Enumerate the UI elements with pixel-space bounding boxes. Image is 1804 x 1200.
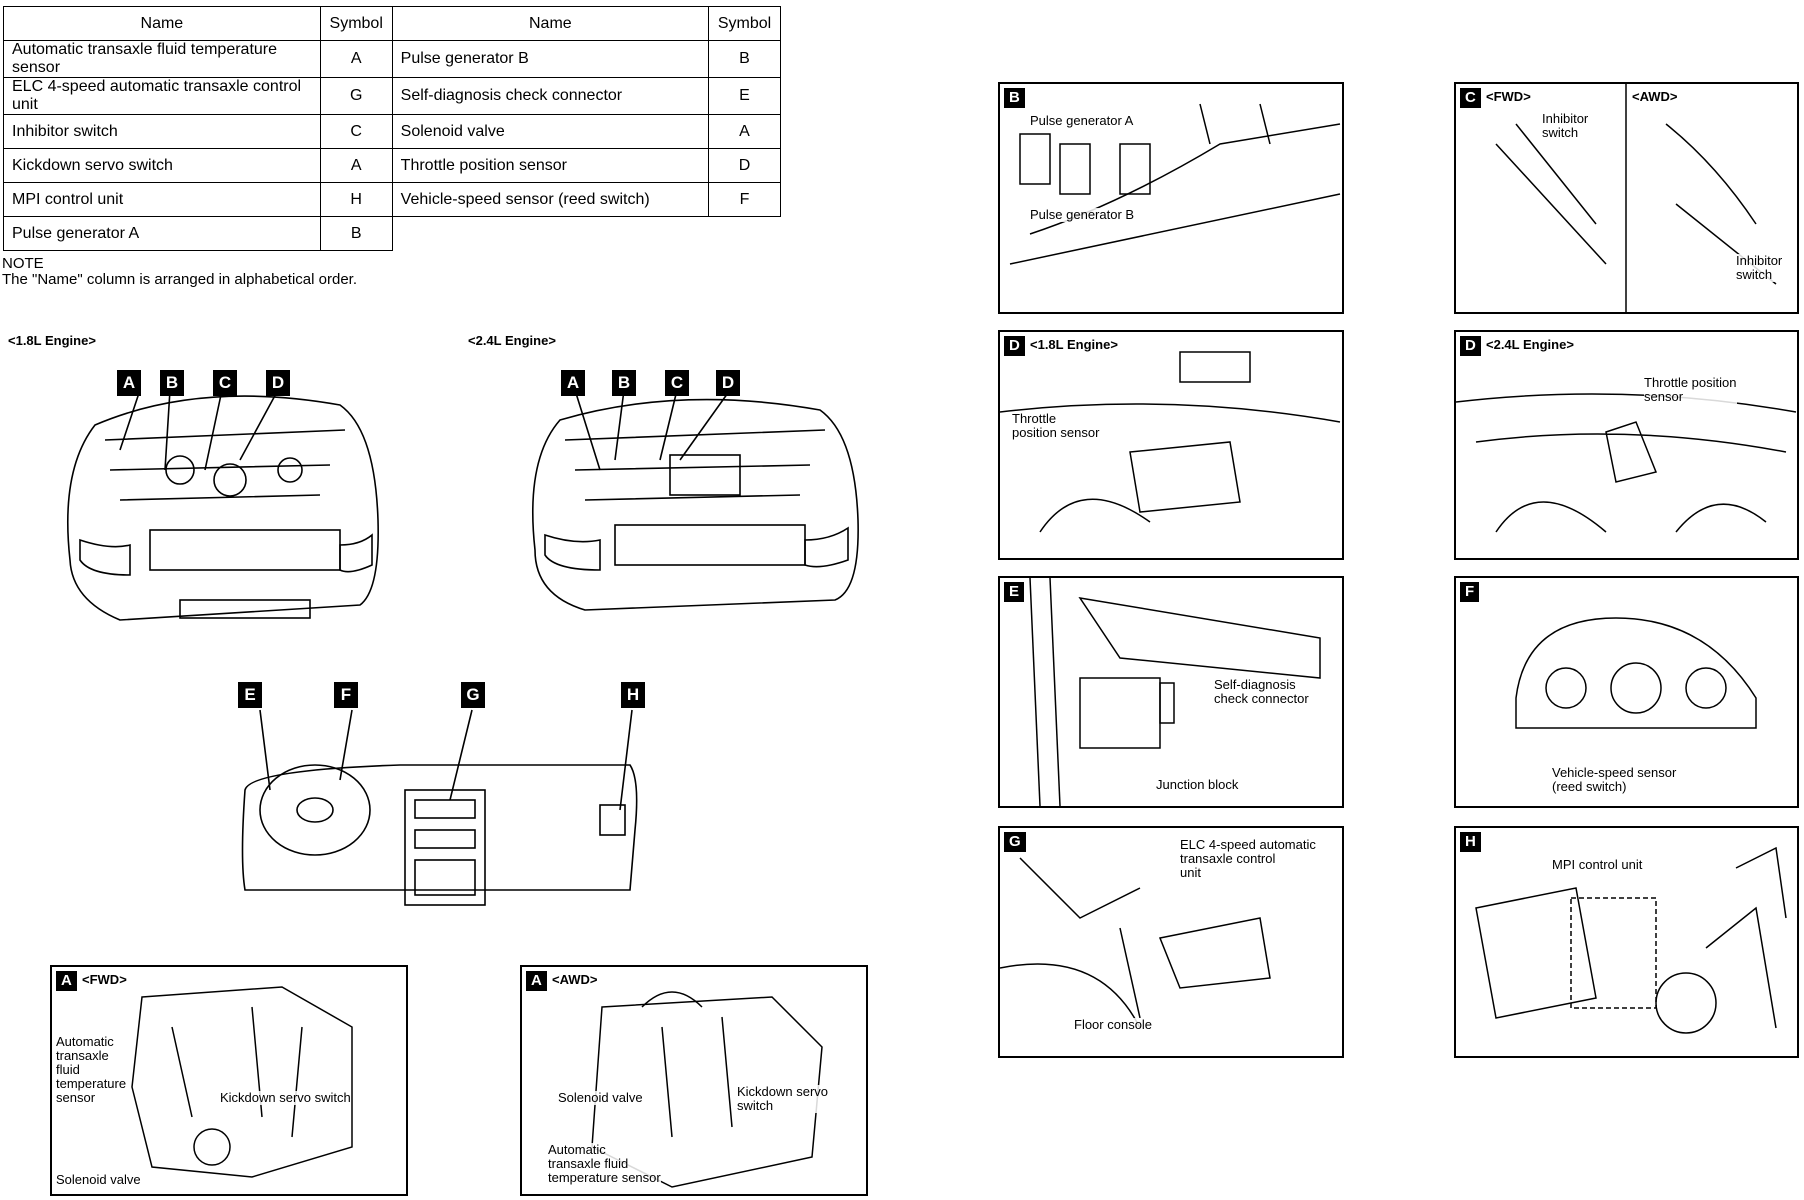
part-symbol: F <box>708 182 781 217</box>
name-header: Name <box>3 6 321 41</box>
table-row: ELC 4-speed automatic transaxle control … <box>3 77 781 115</box>
panel-b-tag: B <box>1004 88 1025 108</box>
label-throttle-position-sensor: Throttle position sensor <box>1644 375 1737 404</box>
label-solenoid-valve: Solenoid valve <box>558 1090 643 1105</box>
panel-d-tag: D <box>1004 336 1025 356</box>
marker-f: F <box>334 682 358 708</box>
panel-c: C <FWD> <AWD> Inhibitor switch Inhibitor… <box>1454 82 1799 314</box>
engine-label-18: <1.8L Engine> <box>8 333 96 348</box>
part-name: Throttle position sensor <box>391 148 710 183</box>
marker-g: G <box>461 682 485 708</box>
symbol-header: Symbol <box>319 6 393 41</box>
label-junction-block: Junction block <box>1156 777 1239 792</box>
table-row: Kickdown servo switch A Throttle positio… <box>3 148 781 183</box>
label-solenoid-valve: Solenoid valve <box>56 1172 141 1187</box>
dashboard-drawing <box>241 709 638 906</box>
panel-d-18: D <1.8L Engine> Throttle position sensor <box>998 330 1344 560</box>
panel-h-tag: H <box>1460 832 1481 852</box>
part-symbol: A <box>319 148 393 183</box>
panel-c-awd-sub: <AWD> <box>1632 89 1678 104</box>
note-title: NOTE <box>2 255 44 272</box>
panel-c-tag: C <box>1460 88 1481 108</box>
part-symbol: C <box>319 114 393 149</box>
part-symbol: B <box>319 216 393 251</box>
panel-a-tag: A <box>56 971 77 991</box>
marker-b-24: B <box>612 370 636 396</box>
label-vehicle-speed-sensor: Vehicle-speed sensor (reed switch) <box>1552 765 1677 794</box>
marker-a-24: A <box>561 370 585 396</box>
label-kickdown-servo-switch: Kickdown servo switch <box>220 1090 351 1105</box>
note-text: The "Name" column is arranged in alphabe… <box>2 271 358 288</box>
label-elc-control-unit: ELC 4-speed automatic transaxle control … <box>1180 837 1316 880</box>
panel-a-fwd-sub: <FWD> <box>82 972 127 987</box>
table-row: Automatic transaxle fluid temperature se… <box>3 40 781 78</box>
panel-a-awd-sub: <AWD> <box>552 972 598 987</box>
panel-d-tag: D <box>1460 336 1481 356</box>
panel-b: B Pulse generator A Pulse generator B <box>998 82 1344 314</box>
note: NOTE The "Name" column is arranged in al… <box>2 256 357 288</box>
part-name: Pulse generator B <box>391 40 710 78</box>
part-name: MPI control unit <box>3 182 321 217</box>
part-name: Vehicle-speed sensor (reed switch) <box>391 182 710 217</box>
car-front-1-8 <box>66 389 379 621</box>
label-fluid-temp-sensor: Automatic transaxle fluid temperature se… <box>548 1142 661 1185</box>
table-row: Pulse generator A B <box>3 216 781 251</box>
table-row: MPI control unit H Vehicle-speed sensor … <box>3 182 781 217</box>
label-self-diagnosis-connector: Self-diagnosis check connector <box>1214 677 1309 706</box>
marker-h: H <box>621 682 645 708</box>
part-symbol: G <box>319 77 393 115</box>
marker-d-18: D <box>266 370 290 396</box>
marker-b-18: B <box>160 370 184 396</box>
label-inhibitor-switch: Inhibitor switch <box>1736 253 1783 282</box>
label-pulse-generator-b: Pulse generator B <box>1030 207 1135 222</box>
marker-c-18: C <box>213 370 237 396</box>
label-mpi-control-unit: MPI control unit <box>1552 857 1643 872</box>
part-symbol: D <box>708 148 781 183</box>
part-symbol: B <box>708 40 781 78</box>
part-symbol: H <box>319 182 393 217</box>
label-pulse-generator-a: Pulse generator A <box>1030 113 1134 128</box>
label-inhibitor-switch: Inhibitor switch <box>1542 111 1589 140</box>
panel-a-fwd: A <FWD> Automatic transaxle fluid temper… <box>50 965 408 1196</box>
panel-e: E Self-diagnosis check connector Junctio… <box>998 576 1344 808</box>
panel-d24-sub: <2.4L Engine> <box>1486 337 1574 352</box>
label-kickdown-servo-switch: Kickdown servo switch <box>737 1084 829 1113</box>
symbol-header: Symbol <box>708 6 781 41</box>
panel-d-24: D <2.4L Engine> Throttle position sensor <box>1454 330 1799 560</box>
marker-d-24: D <box>716 370 740 396</box>
parts-table: Name Symbol Name Symbol Automatic transa… <box>3 6 781 251</box>
label-fluid-temp-sensor: Automatic transaxle fluid temperature se… <box>56 1034 127 1105</box>
panel-d18-sub: <1.8L Engine> <box>1030 337 1118 352</box>
part-name: Self-diagnosis check connector <box>391 77 710 115</box>
panel-a-awd: A <AWD> Solenoid valve Kickdown servo sw… <box>520 965 868 1196</box>
car-front-2-4 <box>532 389 859 611</box>
label-floor-console: Floor console <box>1074 1017 1153 1032</box>
panel-f: F Vehicle-speed sensor (reed switch) <box>1454 576 1799 808</box>
part-name: Pulse generator A <box>3 216 321 251</box>
marker-a-18: A <box>117 370 141 396</box>
panel-e-tag: E <box>1004 582 1025 602</box>
engine-label-24: <2.4L Engine> <box>468 333 556 348</box>
panel-g: G ELC 4-speed automatic transaxle contro… <box>998 826 1344 1058</box>
marker-c-24: C <box>665 370 689 396</box>
part-symbol: E <box>708 77 781 115</box>
label-throttle-position-sensor: Throttle position sensor <box>1012 411 1100 440</box>
marker-e: E <box>238 682 262 708</box>
panel-h: H MPI control unit <box>1454 826 1799 1058</box>
panel-c-fwd-sub: <FWD> <box>1486 89 1531 104</box>
panel-a-tag: A <box>526 971 547 991</box>
part-name: ELC 4-speed automatic transaxle control … <box>3 77 321 115</box>
part-name: Automatic transaxle fluid temperature se… <box>3 40 321 78</box>
panel-g-tag: G <box>1004 832 1026 852</box>
table-row: Inhibitor switch C Solenoid valve A <box>3 114 781 149</box>
panel-f-tag: F <box>1460 582 1480 602</box>
